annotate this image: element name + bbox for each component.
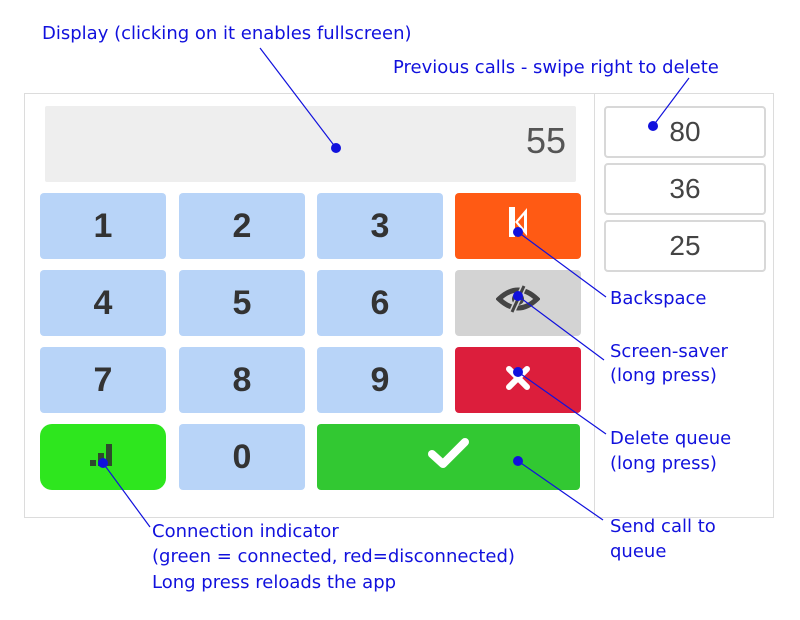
annotation-send-line2: queue xyxy=(610,541,667,562)
key-9[interactable]: 9 xyxy=(317,347,443,413)
display-value: 55 xyxy=(525,120,566,161)
key-6[interactable]: 6 xyxy=(317,270,443,336)
screensaver-button[interactable] xyxy=(455,270,581,336)
signal-bars-icon xyxy=(88,438,118,477)
annotation-screensaver-line2: (long press) xyxy=(610,365,717,386)
annotation-delete-queue-line1: Delete queue xyxy=(610,428,732,449)
backspace-button[interactable] xyxy=(455,193,581,259)
key-2[interactable]: 2 xyxy=(179,193,305,259)
connection-indicator[interactable] xyxy=(40,424,166,490)
key-8[interactable]: 8 xyxy=(179,347,305,413)
previous-call-item[interactable]: 25 xyxy=(604,220,766,272)
x-icon xyxy=(505,361,531,400)
send-call-button[interactable] xyxy=(317,424,580,490)
checkmark-icon xyxy=(427,437,471,478)
annotation-delete-queue-line2: (long press) xyxy=(610,453,717,474)
annotation-connection-line3: Long press reloads the app xyxy=(152,572,397,593)
eye-slash-icon xyxy=(495,284,541,323)
annotation-send-line1: Send call to xyxy=(610,516,716,537)
panel-divider xyxy=(594,93,595,518)
annotation-previous-calls: Previous calls - swipe right to delete xyxy=(393,57,719,78)
key-0[interactable]: 0 xyxy=(179,424,305,490)
key-7[interactable]: 7 xyxy=(40,347,166,413)
previous-call-item[interactable]: 36 xyxy=(604,163,766,215)
annotation-display: Display (clicking on it enables fullscre… xyxy=(42,23,412,44)
annotation-screensaver-line1: Screen-saver xyxy=(610,341,728,362)
key-5[interactable]: 5 xyxy=(179,270,305,336)
previous-call-item[interactable]: 80 xyxy=(604,106,766,158)
annotation-connection-line1: Connection indicator xyxy=(152,521,339,542)
delete-queue-button[interactable] xyxy=(455,347,581,413)
key-3[interactable]: 3 xyxy=(317,193,443,259)
annotation-connection-line2: (green = connected, red=disconnected) xyxy=(152,546,515,567)
backspace-icon xyxy=(505,205,531,248)
display[interactable]: 55 xyxy=(45,106,576,182)
key-1[interactable]: 1 xyxy=(40,193,166,259)
key-4[interactable]: 4 xyxy=(40,270,166,336)
annotation-backspace: Backspace xyxy=(610,288,707,309)
